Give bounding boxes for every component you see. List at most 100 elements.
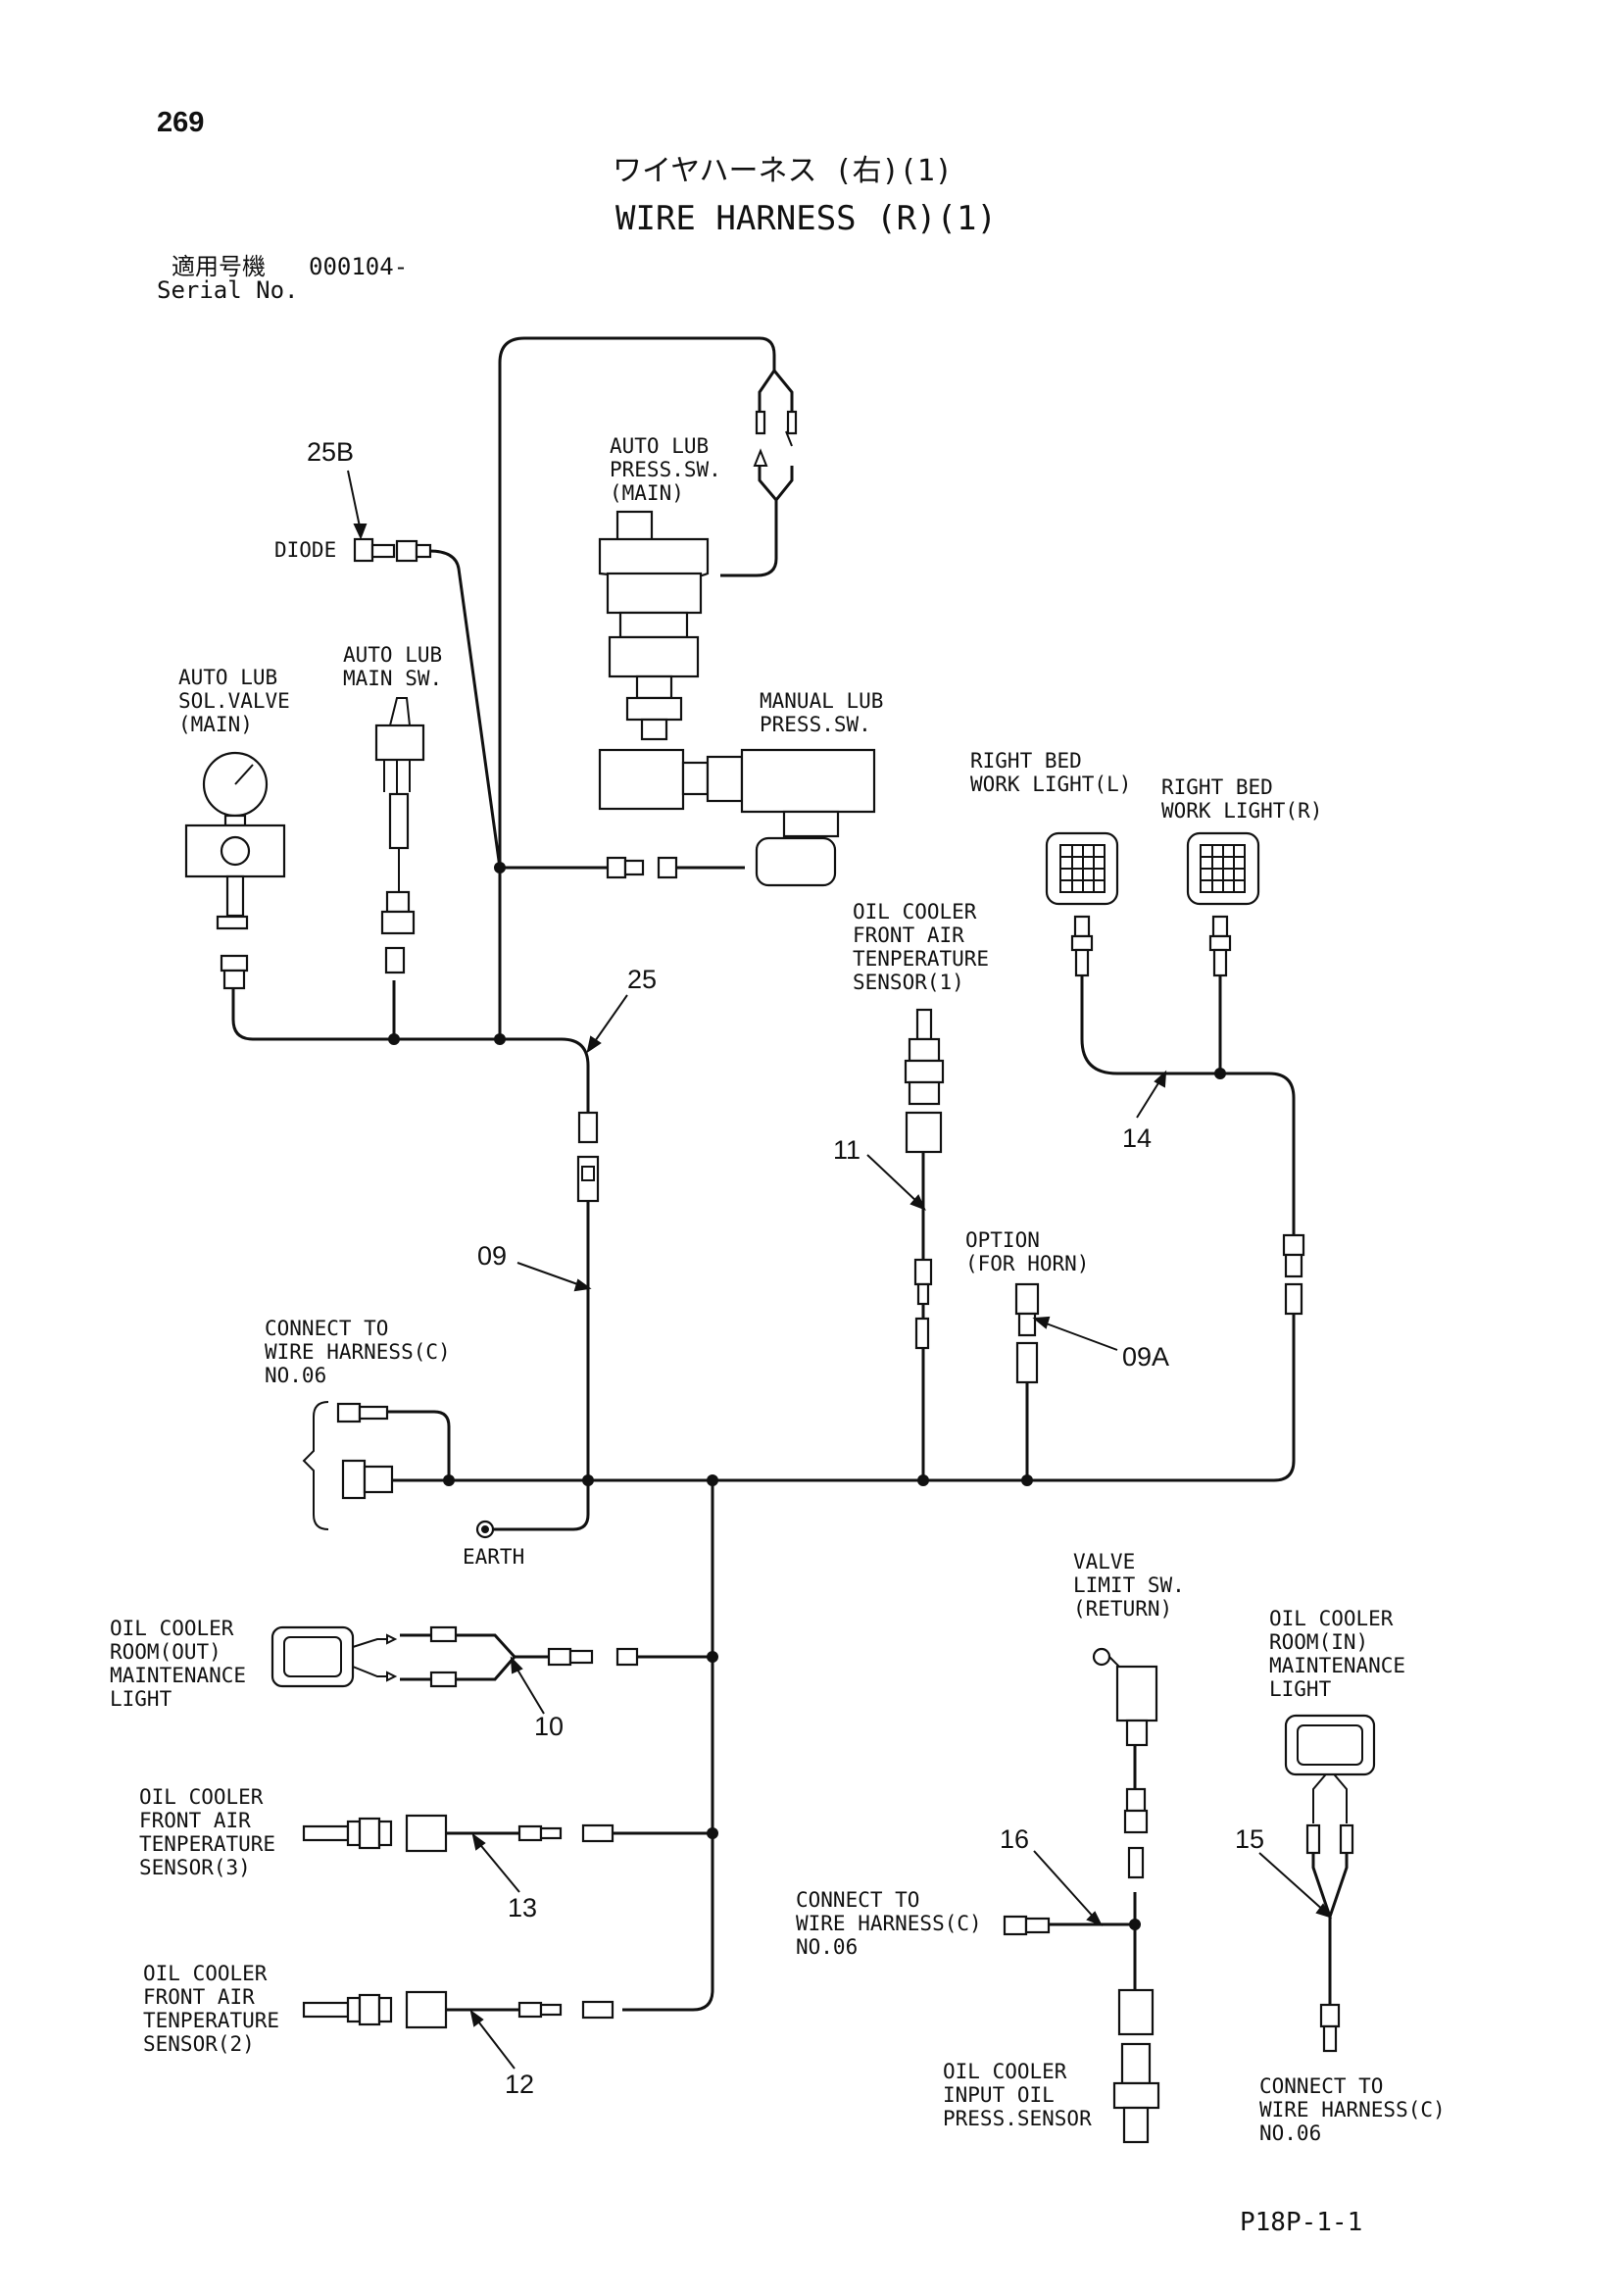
connect-c-right-label: CONNECT TO WIRE HARNESS(C) NO.06 bbox=[1259, 2074, 1446, 2145]
svg-text:WIRE HARNESS(C): WIRE HARNESS(C) bbox=[796, 1912, 982, 1935]
callout-25: 25 bbox=[627, 965, 657, 994]
svg-text:OIL COOLER: OIL COOLER bbox=[143, 1962, 268, 1985]
auto-lub-sol-valve-label: AUTO LUB SOL.VALVE (MAIN) bbox=[178, 666, 290, 736]
page-number: 269 bbox=[157, 107, 204, 138]
oil-cooler-sensor-2 bbox=[302, 1990, 614, 2029]
diode-label: DIODE bbox=[274, 538, 336, 562]
callout-09a: 09A bbox=[1122, 1342, 1169, 1372]
footer-code: P18P-1-1 bbox=[1240, 2208, 1362, 2237]
title-jp: ワイヤハーネス (右)(1) bbox=[613, 154, 953, 188]
svg-text:SENSOR(1): SENSOR(1) bbox=[853, 971, 964, 994]
room-in-light-label: OIL COOLER ROOM(IN) MAINTENANCE LIGHT bbox=[1269, 1607, 1405, 1701]
svg-text:PRESS.SENSOR: PRESS.SENSOR bbox=[943, 2107, 1092, 2130]
callout-09: 09 bbox=[477, 1241, 507, 1271]
svg-text:WORK LIGHT(L): WORK LIGHT(L) bbox=[970, 773, 1131, 796]
option-horn-label: OPTION (FOR HORN) bbox=[965, 1228, 1089, 1275]
svg-text:OIL COOLER: OIL COOLER bbox=[139, 1785, 264, 1809]
input-oil-press-sensor-label: OIL COOLER INPUT OIL PRESS.SENSOR bbox=[943, 2060, 1092, 2130]
svg-text:WORK LIGHT(R): WORK LIGHT(R) bbox=[1161, 799, 1322, 823]
svg-text:WIRE HARNESS(C): WIRE HARNESS(C) bbox=[265, 1340, 451, 1364]
callout-10: 10 bbox=[534, 1712, 564, 1741]
callout-15: 15 bbox=[1235, 1824, 1264, 1854]
callout-14: 14 bbox=[1122, 1123, 1152, 1153]
sensor-2-label: OIL COOLER FRONT AIR TENPERATURE SENSOR(… bbox=[143, 1962, 279, 2056]
svg-text:PRESS.SW.: PRESS.SW. bbox=[610, 458, 721, 481]
oil-cooler-room-out-light bbox=[270, 1625, 639, 1688]
svg-text:WIRE HARNESS(C): WIRE HARNESS(C) bbox=[1259, 2098, 1446, 2121]
svg-text:OIL COOLER: OIL COOLER bbox=[943, 2060, 1067, 2083]
connect-c-mid-label: CONNECT TO WIRE HARNESS(C) NO.06 bbox=[796, 1888, 982, 1959]
svg-text:CONNECT TO: CONNECT TO bbox=[796, 1888, 919, 1912]
auto-lub-press-switch bbox=[598, 410, 798, 741]
earth-label: EARTH bbox=[463, 1545, 524, 1569]
svg-text:LIGHT: LIGHT bbox=[110, 1687, 172, 1711]
right-bed-work-light-right bbox=[1186, 831, 1260, 977]
svg-text:TENPERATURE: TENPERATURE bbox=[853, 947, 989, 971]
auto-lub-main-switch bbox=[374, 697, 425, 974]
sensor-3-label: OIL COOLER FRONT AIR TENPERATURE SENSOR(… bbox=[139, 1785, 275, 1879]
svg-text:MAINTENANCE: MAINTENANCE bbox=[110, 1664, 246, 1687]
svg-text:PRESS.SW.: PRESS.SW. bbox=[760, 713, 871, 736]
connect-c-mid-connector bbox=[1003, 1915, 1051, 1936]
svg-text:VALVE: VALVE bbox=[1073, 1550, 1135, 1573]
svg-text:AUTO LUB: AUTO LUB bbox=[343, 643, 442, 667]
svg-text:NO.06: NO.06 bbox=[265, 1364, 326, 1387]
svg-text:(RETURN): (RETURN) bbox=[1073, 1597, 1172, 1621]
sensor-1-label: OIL COOLER FRONT AIR TENPERATURE SENSOR(… bbox=[853, 900, 989, 994]
svg-text:(MAIN): (MAIN) bbox=[178, 713, 253, 736]
work-light-r-label: RIGHT BED WORK LIGHT(R) bbox=[1161, 775, 1322, 823]
auto-lub-main-sw-label: AUTO LUB MAIN SW. bbox=[343, 643, 442, 690]
svg-text:NO.06: NO.06 bbox=[1259, 2121, 1321, 2145]
valve-limit-sw-label: VALVE LIMIT SW. (RETURN) bbox=[1073, 1550, 1185, 1621]
work-light-l-label: RIGHT BED WORK LIGHT(L) bbox=[970, 749, 1131, 796]
callout-leaders bbox=[347, 470, 1333, 2070]
svg-text:OPTION: OPTION bbox=[965, 1228, 1040, 1252]
oil-cooler-sensor-3 bbox=[302, 1814, 614, 1853]
valve-limit-switch bbox=[1092, 1647, 1158, 1879]
serial-label-en: Serial No. bbox=[157, 276, 299, 304]
svg-text:ROOM(OUT): ROOM(OUT) bbox=[110, 1640, 221, 1664]
junction-dots bbox=[388, 862, 1226, 1930]
svg-text:NO.06: NO.06 bbox=[796, 1935, 858, 1959]
horn-option-connector bbox=[1014, 1282, 1040, 1384]
work-light-harness-connector bbox=[1282, 1233, 1305, 1316]
svg-text:INPUT OIL: INPUT OIL bbox=[943, 2083, 1055, 2107]
svg-text:TENPERATURE: TENPERATURE bbox=[139, 1832, 275, 1856]
callout-16: 16 bbox=[1000, 1824, 1029, 1854]
serial-label-jp: 適用号機 bbox=[172, 253, 266, 280]
svg-text:OIL COOLER: OIL COOLER bbox=[110, 1617, 234, 1640]
serial-value: 000104- bbox=[309, 253, 408, 280]
callout-13: 13 bbox=[508, 1893, 537, 1922]
svg-text:RIGHT BED: RIGHT BED bbox=[1161, 775, 1273, 799]
auto-lub-sol-valve bbox=[184, 751, 286, 990]
callout-11: 11 bbox=[833, 1135, 860, 1165]
svg-text:(FOR HORN): (FOR HORN) bbox=[965, 1252, 1089, 1275]
connect-c-left-label: CONNECT TO WIRE HARNESS(C) NO.06 bbox=[265, 1317, 451, 1387]
oil-cooler-sensor-1 bbox=[904, 1008, 945, 1350]
svg-text:RIGHT BED: RIGHT BED bbox=[970, 749, 1082, 773]
callout-25b: 25B bbox=[307, 437, 354, 467]
svg-text:SENSOR(2): SENSOR(2) bbox=[143, 2032, 255, 2056]
svg-text:FRONT AIR: FRONT AIR bbox=[139, 1809, 251, 1832]
svg-text:LIGHT: LIGHT bbox=[1269, 1677, 1332, 1701]
oil-cooler-room-in-light bbox=[1284, 1714, 1376, 2053]
svg-text:FRONT AIR: FRONT AIR bbox=[143, 1985, 255, 2009]
svg-text:FRONT AIR: FRONT AIR bbox=[853, 923, 964, 947]
input-oil-press-sensor bbox=[1112, 1988, 1160, 2144]
auto-lub-press-sw-label: AUTO LUB PRESS.SW. (MAIN) bbox=[610, 434, 721, 505]
manual-lub-press-switch bbox=[598, 748, 876, 887]
connect-c-left-connectors bbox=[302, 1401, 495, 1539]
right-bed-work-light-left bbox=[1045, 831, 1119, 977]
diode-component bbox=[353, 537, 432, 563]
harness-wires bbox=[231, 336, 1349, 2012]
svg-text:CONNECT TO: CONNECT TO bbox=[1259, 2074, 1383, 2098]
svg-text:OIL COOLER: OIL COOLER bbox=[1269, 1607, 1394, 1630]
svg-text:MAINTENANCE: MAINTENANCE bbox=[1269, 1654, 1405, 1677]
svg-text:MAIN SW.: MAIN SW. bbox=[343, 667, 442, 690]
svg-text:(MAIN): (MAIN) bbox=[610, 481, 684, 505]
svg-text:AUTO LUB: AUTO LUB bbox=[610, 434, 709, 458]
svg-text:TENPERATURE: TENPERATURE bbox=[143, 2009, 279, 2032]
svg-text:LIMIT SW.: LIMIT SW. bbox=[1073, 1573, 1185, 1597]
